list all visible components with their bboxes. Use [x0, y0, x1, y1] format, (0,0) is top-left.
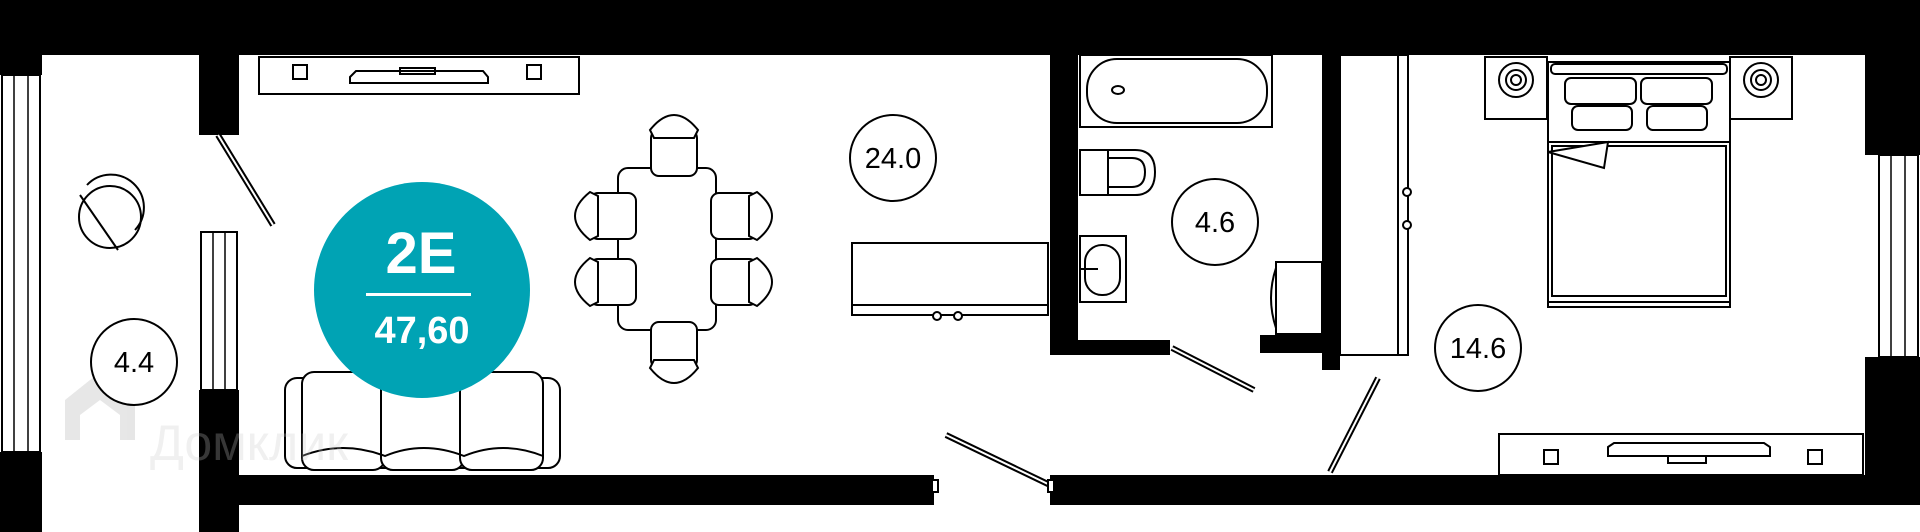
- sofa-icon: [284, 371, 561, 471]
- left-wall-top: [0, 55, 42, 75]
- area-label-bedroom: 14.6: [1450, 333, 1506, 365]
- window-left: [1, 74, 41, 453]
- tv-stand-icon: [258, 56, 580, 95]
- room-area-living: 24.0: [849, 114, 937, 202]
- bathroom-wall-bottom-right: [1260, 335, 1322, 353]
- badge-divider: [366, 293, 471, 296]
- balcony-chair-icon: [78, 173, 145, 251]
- chair-icon: [648, 321, 700, 384]
- room-area-balcony: 4.4: [90, 318, 178, 406]
- room-area-bedroom: 14.6: [1434, 304, 1522, 392]
- right-wall-bottom: [1865, 357, 1920, 505]
- chair-icon: [710, 256, 773, 308]
- door-stop: [1047, 479, 1055, 493]
- right-wall-top: [1865, 55, 1920, 155]
- bottom-wall-left: [239, 475, 934, 505]
- bathroom-wall-left: [1050, 55, 1078, 355]
- unit-badge: 2E 47,60: [314, 182, 530, 398]
- door-icon: [215, 133, 276, 227]
- unit-badge-circle: [314, 182, 530, 398]
- bed-icon: [1547, 61, 1731, 308]
- bathroom-wall-right: [1322, 55, 1340, 370]
- nightstand-lamp-icon: [1729, 56, 1793, 120]
- washing-machine-icon: [1270, 261, 1323, 335]
- watermark-text: Домклик: [150, 415, 349, 471]
- top-wall: [0, 0, 1920, 55]
- door-stop: [931, 479, 939, 493]
- unit-type-code: 2E: [386, 221, 457, 286]
- chair-icon: [710, 190, 773, 242]
- wardrobe-icon: [1339, 54, 1412, 356]
- area-label-bathroom: 4.6: [1195, 207, 1235, 239]
- chair-icon: [648, 114, 700, 177]
- door-icon: [1327, 376, 1381, 474]
- window-balcony-inner: [200, 231, 238, 391]
- room-area-bathroom: 4.6: [1171, 178, 1259, 266]
- chair-icon: [574, 190, 637, 242]
- bathtub-icon: [1079, 54, 1273, 128]
- area-label-balcony: 4.4: [114, 347, 154, 379]
- door-icon: [1170, 345, 1256, 393]
- nightstand-lamp-icon: [1484, 56, 1548, 120]
- chair-icon: [574, 256, 637, 308]
- bathroom-wall-bottom: [1050, 340, 1170, 355]
- balcony-partition-bottom: [199, 390, 239, 532]
- toilet-icon: [1079, 149, 1157, 196]
- dresser-icon: [1498, 433, 1864, 476]
- kitchen-counter-icon: [851, 242, 1049, 321]
- dining-table-icon: [617, 167, 717, 331]
- sink-icon: [1079, 235, 1127, 303]
- window-right: [1878, 154, 1919, 358]
- door-icon: [944, 432, 1052, 488]
- unit-total-area: 47,60: [374, 310, 469, 352]
- bottom-wall-right: [1050, 475, 1870, 505]
- balcony-partition-top: [199, 55, 239, 135]
- left-wall-bottom: [0, 452, 42, 532]
- area-label-living: 24.0: [865, 143, 921, 175]
